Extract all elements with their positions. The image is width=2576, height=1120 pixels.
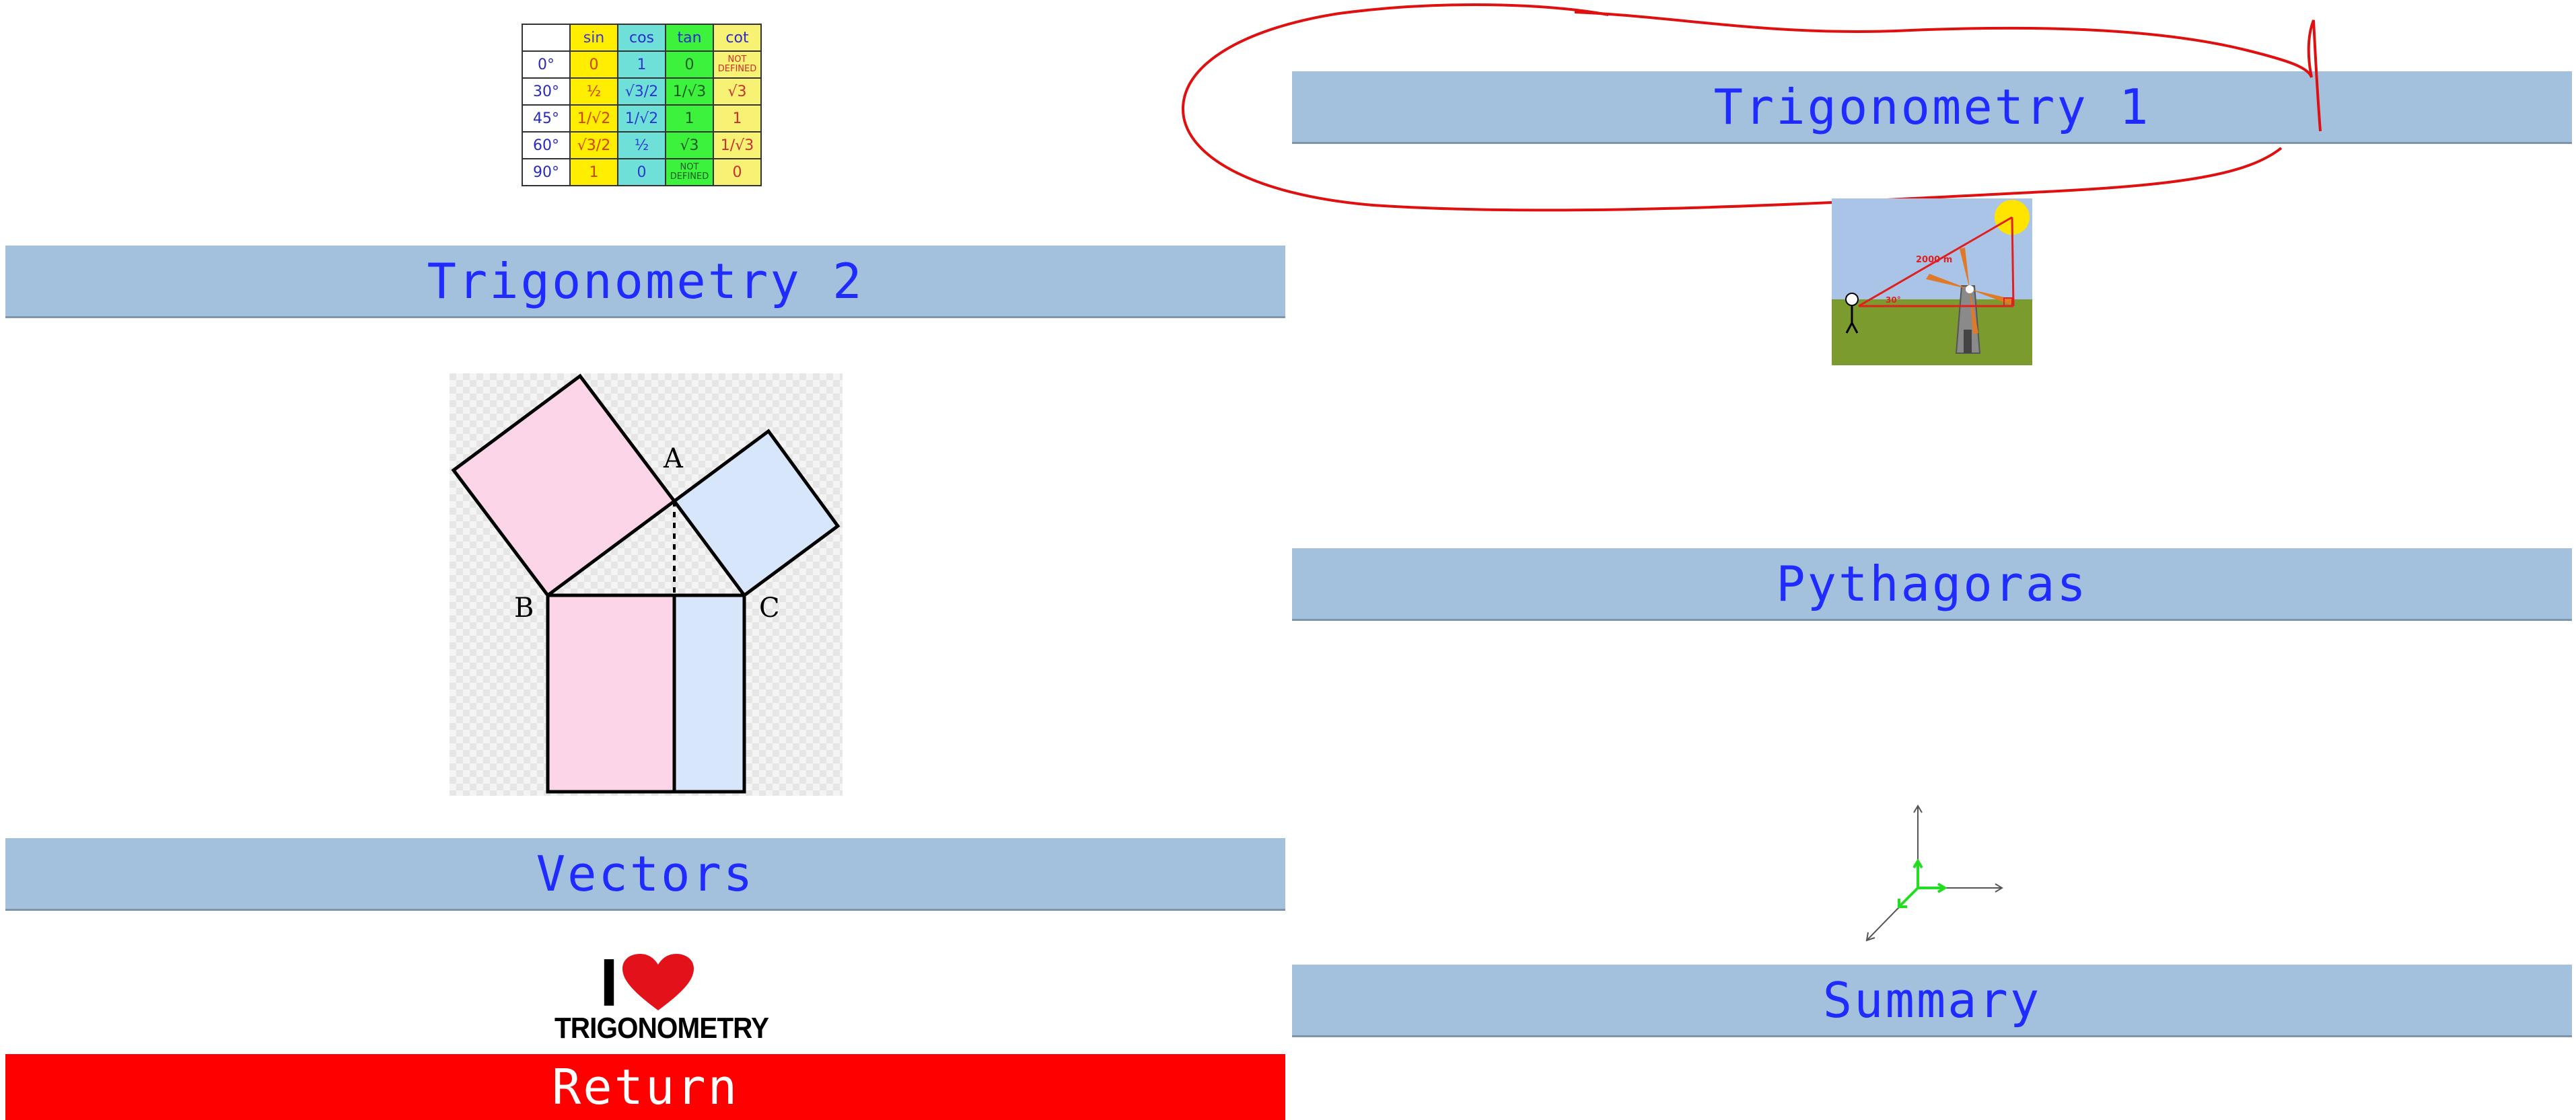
table-cell: 1/√3 [665, 77, 714, 106]
vertex-label-b: B [514, 593, 534, 624]
table-cell: 0 [617, 158, 666, 186]
table-cell: 45° [522, 104, 571, 133]
table-cell: 30° [522, 77, 571, 106]
table-cell: 1/√2 [569, 104, 618, 133]
vectors-axes-image [1857, 800, 2005, 951]
logo-word: TRIGONOMETRY [554, 1012, 769, 1045]
table-header-cell: tan [665, 24, 714, 52]
vertex-label-a: A [663, 443, 684, 474]
trig-table: sin cos tan cot 0° 0 1 0 NOT DEFINED 30°… [522, 24, 762, 186]
table-cell: 1 [569, 158, 618, 186]
table-cell: 0° [522, 50, 571, 79]
pythagoras-figure: A B C [450, 373, 843, 798]
trigonometry-1-button[interactable]: Trigonometry 1 [1292, 71, 2572, 144]
table-cell: ½ [569, 77, 618, 106]
logo-i: I [600, 945, 618, 1020]
table-cell: √3 [665, 131, 714, 159]
table-cell: 0 [569, 50, 618, 79]
pythagoras-button[interactable]: Pythagoras [1292, 548, 2572, 621]
table-cell: √3 [713, 77, 762, 106]
trig-table-image: sin cos tan cot 0° 0 1 0 NOT DEFINED 30°… [522, 24, 762, 186]
trigonometry-2-label: Trigonometry 2 [427, 252, 864, 309]
table-header-cell [522, 24, 571, 52]
table-header-cell: cos [617, 24, 666, 52]
table-cell: 1 [713, 104, 762, 133]
table-cell: 1/√3 [713, 131, 762, 159]
pythagoras-label: Pythagoras [1776, 555, 2088, 612]
return-button[interactable]: Return [5, 1054, 1285, 1120]
return-label: Return [551, 1059, 740, 1115]
logo-top-row: I [546, 945, 748, 1020]
i-love-trigonometry-logo: I TRIGONOMETRY [546, 945, 769, 1045]
angle-label: 30° [1886, 295, 1901, 305]
table-cell: 90° [522, 158, 571, 186]
table-cell: 1 [665, 104, 714, 133]
distance-label: 2000 m [1916, 255, 1952, 265]
windmill-image: 2000 m 30° [1832, 198, 2032, 368]
trigonometry-2-button[interactable]: Trigonometry 2 [5, 246, 1285, 318]
heart-icon [622, 954, 694, 1010]
table-header-cell: sin [569, 24, 618, 52]
table-cell: 0 [713, 158, 762, 186]
table-cell: 0 [665, 50, 714, 79]
table-cell: √3/2 [617, 77, 666, 106]
table-header-cell: cot [713, 24, 762, 52]
vectors-label: Vectors [536, 845, 755, 902]
table-cell: 1/√2 [617, 104, 666, 133]
vectors-button[interactable]: Vectors [5, 838, 1285, 911]
table-cell: 60° [522, 131, 571, 159]
red-annotation-loop [1181, 3, 2322, 212]
table-cell: ½ [617, 131, 666, 159]
table-cell: NOT DEFINED [713, 50, 762, 79]
table-cell: √3/2 [569, 131, 618, 159]
vertex-label-c: C [759, 593, 780, 624]
trigonometry-1-label: Trigonometry 1 [1713, 78, 2151, 135]
table-cell: NOT DEFINED [665, 158, 714, 186]
summary-label: Summary [1822, 971, 2042, 1029]
summary-button[interactable]: Summary [1292, 965, 2572, 1037]
table-cell: 1 [617, 50, 666, 79]
